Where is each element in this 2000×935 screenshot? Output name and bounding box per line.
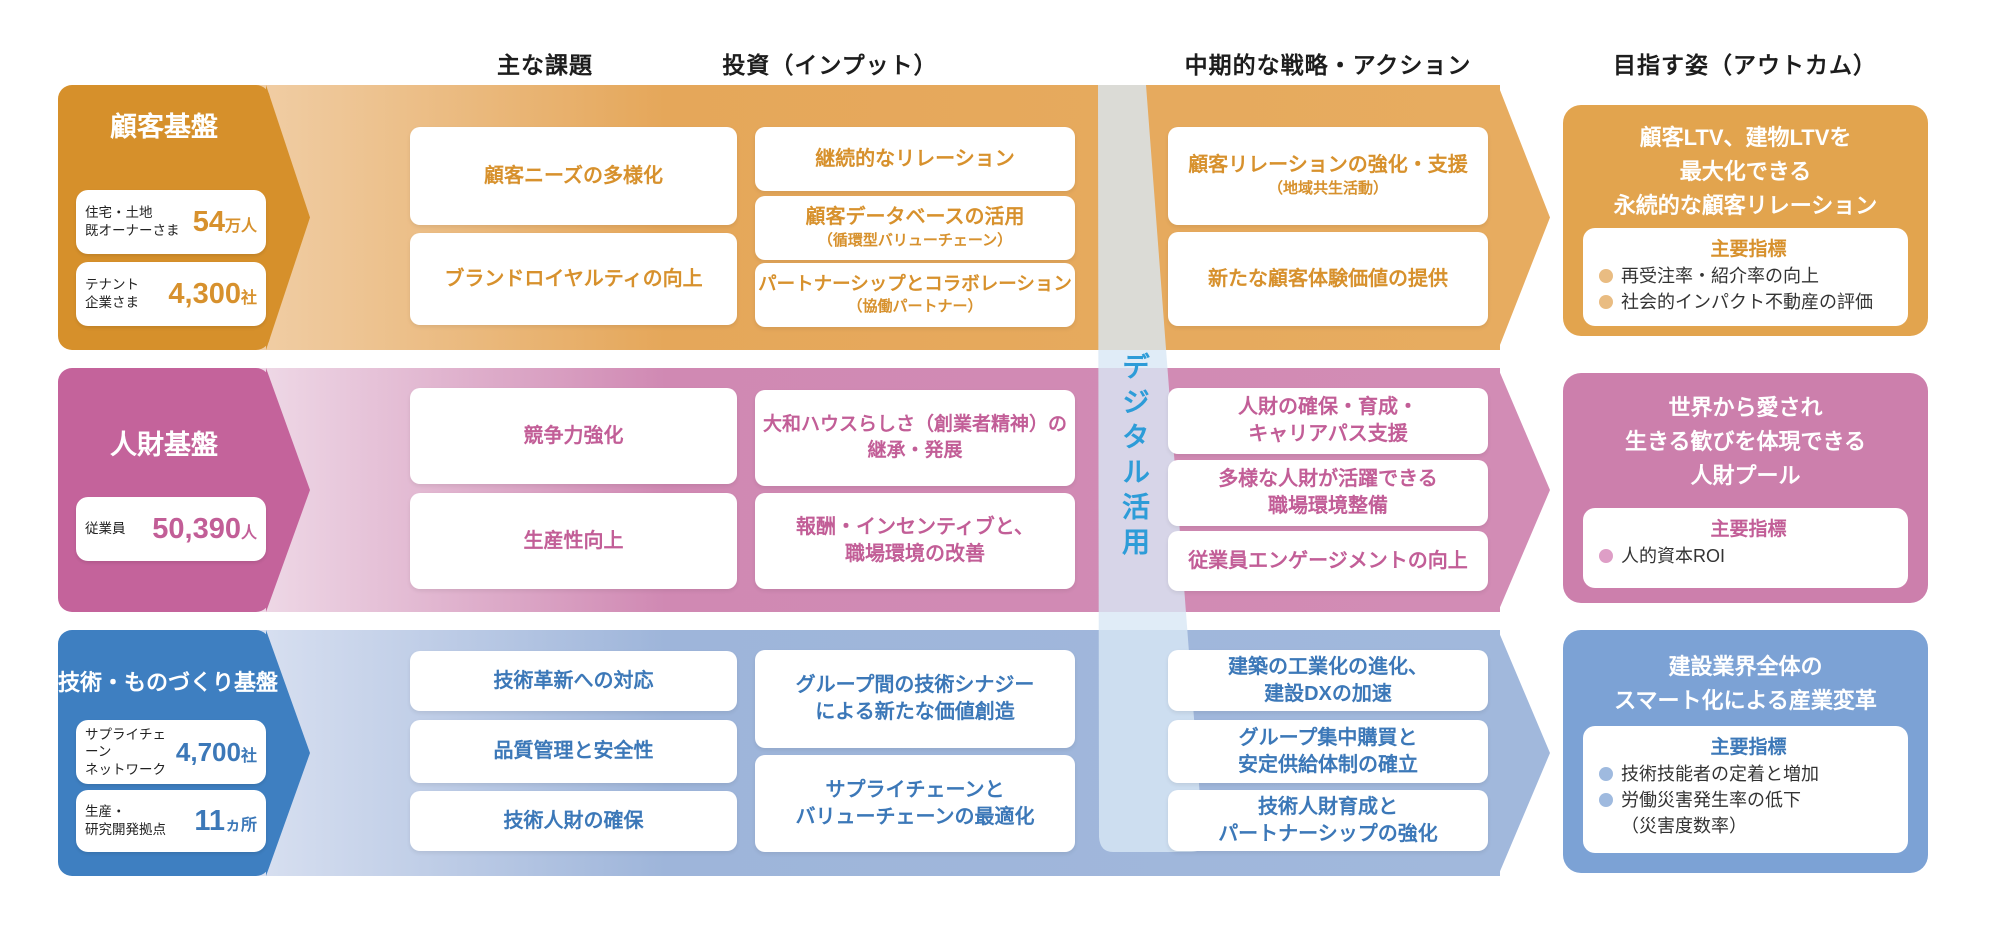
stat-supply-chain: サプライチェーン ネットワーク 4,700社 [76,720,266,784]
investment-box: グループ間の技術シナジー による新たな価値創造 [755,650,1075,748]
bullet-dot-icon [1599,793,1613,808]
kpi-item: 人的資本ROI [1599,543,1898,569]
strategy-box: 人財の確保・育成・ キャリアパス支援 [1168,388,1488,454]
stat-supply-chain-value: 4,700社 [175,736,257,767]
outcome-title: 建設業界全体の スマート化による産業変革 [1614,654,1877,714]
issue-box: 技術人財の確保 [410,791,737,851]
strategy-box: グループ集中購買と 安定供給体制の確立 [1168,720,1488,783]
issue-box: ブランドロイヤルティの向上 [410,233,737,325]
digital-band-label: デジタル活用 [1119,352,1150,562]
outcome-box-tech: 建設業界全体の スマート化による産業変革 主要指標 技術技能者の定着と増加 労働… [1563,630,1928,873]
investment-box: 報酬・インセンティブと、 職場環境の改善 [755,493,1075,589]
investment-box: 顧客データベースの活用 （循環型バリューチェーン） [755,196,1075,260]
column-header-issues: 主な課題 [497,52,593,78]
stat-tenants: テナント 企業さま 4,300社 [76,262,266,326]
stat-rd-sites-value: 11ヵ所 [194,804,257,837]
stat-supply-chain-label: サプライチェーン ネットワーク [85,726,166,777]
issue-box: 競争力強化 [410,388,737,484]
kpi-item: 労働災害発生率の低下 [1599,787,1898,813]
kpi-box: 主要指標 再受注率・紹介率の向上 社会的インパクト不動産の評価 [1583,228,1908,326]
kpi-box: 主要指標 人的資本ROI [1583,508,1908,588]
row-arrow-customer [1498,85,1550,350]
bullet-dot-icon [1599,767,1613,781]
issue-box: 生産性向上 [410,493,737,589]
column-header-investment: 投資（インプット） [722,52,938,78]
outcome-title: 世界から愛され 生きる歓びを体現できる 人財プール [1624,395,1867,489]
stat-owners: 住宅・土地 既オーナーさま 54万人 [76,190,266,254]
row-arrow-hr [1498,368,1550,612]
strategy-box: 建築の工業化の進化、 建設DXの加速 [1168,650,1488,711]
strategy-box: 多様な人財が活躍できる 職場環境整備 [1168,460,1488,526]
kpi-item: 技術技能者の定着と増加 [1599,761,1898,787]
kpi-box: 主要指標 技術技能者の定着と増加 労働災害発生率の低下 （災害度数率） [1583,726,1908,853]
column-header-outcome: 目指す姿（アウトカム） [1613,52,1877,78]
stat-tenants-value: 4,300社 [168,277,257,310]
bullet-dot-icon [1599,295,1613,310]
strategy-box: 従業員エンゲージメントの向上 [1168,531,1488,591]
stat-employees-label: 従業員 [85,521,126,537]
kpi-item-continuation: （災害度数率） [1621,816,1747,837]
base-title-tech: 技術・ものづくり基盤 [58,670,279,695]
issue-box: 顧客ニーズの多様化 [410,127,737,225]
outcome-title: 顧客LTV、建物LTVを 最大化できる 永続的な顧客リレーション [1613,125,1878,219]
kpi-item: 再受注率・紹介率の向上 [1599,263,1898,289]
issue-box: 品質管理と安全性 [410,720,737,783]
outcome-box-hr: 世界から愛され 生きる歓びを体現できる 人財プール 主要指標 人的資本ROI [1563,373,1928,603]
stat-employees: 従業員 50,390人 [76,497,266,561]
stat-tenants-label: テナント 企業さま [85,277,139,310]
base-block-hr [58,368,270,612]
stat-rd-sites: 生産・ 研究開発拠点 11ヵ所 [76,790,266,852]
strategy-box: 新たな顧客体験価値の提供 [1168,232,1488,326]
strategy-box: 技術人財育成と パートナーシップの強化 [1168,790,1488,851]
row-arrow-tech [1498,630,1550,876]
outcome-box-customer: 顧客LTV、建物LTVを 最大化できる 永続的な顧客リレーション 主要指標 再受… [1563,105,1928,336]
stat-rd-sites-label: 生産・ 研究開発拠点 [85,804,166,837]
investment-box: サプライチェーンと バリューチェーンの最適化 [755,755,1075,852]
issue-box: 技術革新への対応 [410,651,737,711]
bullet-dot-icon [1599,269,1613,283]
stat-employees-value: 50,390人 [152,512,257,545]
column-header-strategy: 中期的な戦略・アクション [1184,52,1472,78]
base-title-hr: 人財基盤 [110,430,218,460]
stat-owners-label: 住宅・土地 既オーナーさま [85,205,180,238]
bullet-dot-icon [1599,549,1613,563]
investment-box: パートナーシップとコラボレーション （協働パートナー） [755,263,1075,327]
kpi-item: 社会的インパクト不動産の評価 [1599,289,1898,315]
stat-owners-value: 54万人 [192,205,257,238]
investment-box: 大和ハウスらしさ（創業者精神）の 継承・発展 [755,390,1075,486]
base-title-customer: 顧客基盤 [110,112,218,142]
investment-box: 継続的なリレーション [755,127,1075,191]
strategy-box: 顧客リレーションの強化・支援 （地域共生活動） [1168,127,1488,225]
